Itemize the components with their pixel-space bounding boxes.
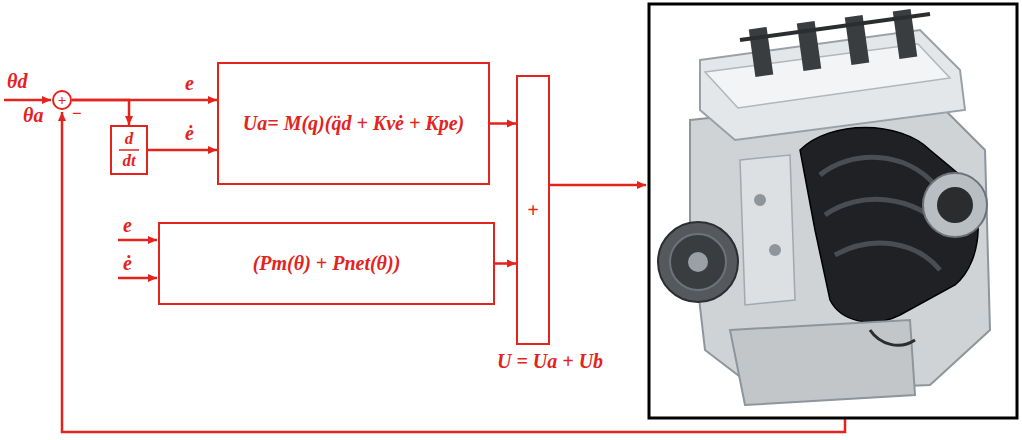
engine-illustration [730, 320, 915, 405]
input-signal: θd [6, 70, 28, 92]
signal-label: e [184, 72, 195, 94]
block-text: (Pm(θ) + Pnet(θ)) [253, 252, 401, 275]
engine-illustration [700, 30, 965, 140]
signal-arrow [72, 100, 129, 125]
block-text: d dt [119, 128, 139, 172]
summation-block: + [516, 75, 550, 345]
engine-illustration [658, 222, 738, 302]
input-wire [118, 277, 157, 280]
signal-label: ė [184, 122, 195, 144]
engine-illustration [658, 9, 990, 405]
engine-illustration [754, 194, 766, 206]
compensation-block: (Pm(θ) + Pnet(θ)) [158, 222, 495, 305]
fraction-bar [119, 149, 139, 151]
signal-arrow [495, 262, 516, 265]
engine-illustration [870, 330, 915, 345]
block-text: + [527, 199, 538, 222]
engine-illustration [769, 244, 781, 256]
control-law-block: Ua= M(q)(q̈d + Kvė + Kpe) [217, 62, 490, 185]
input-wire [118, 239, 157, 242]
block-text: Ua= M(q)(q̈d + Kvė + Kpe) [243, 112, 464, 135]
derivative-block: d dt [110, 125, 148, 175]
engine-illustration [937, 187, 973, 223]
signal-arrow [490, 122, 516, 125]
engine-illustration [688, 252, 708, 272]
sign-symbol: + [54, 92, 70, 108]
signal-arrow [148, 149, 217, 152]
output-wire [548, 184, 646, 187]
summing-junction: +− [52, 90, 72, 110]
sign-symbol: − [72, 105, 82, 123]
error-rate-signal: ė [122, 252, 133, 274]
control-output: U = Ua + Ub [496, 350, 604, 372]
plant-frame [649, 4, 1017, 418]
engine-illustration [923, 173, 987, 237]
feedback-signal: θa [22, 104, 44, 126]
input-wire [4, 99, 51, 102]
engine-illustration [740, 155, 795, 305]
engine-illustration [670, 234, 726, 290]
engine-illustration [740, 14, 930, 40]
error-signal: e [122, 214, 133, 236]
